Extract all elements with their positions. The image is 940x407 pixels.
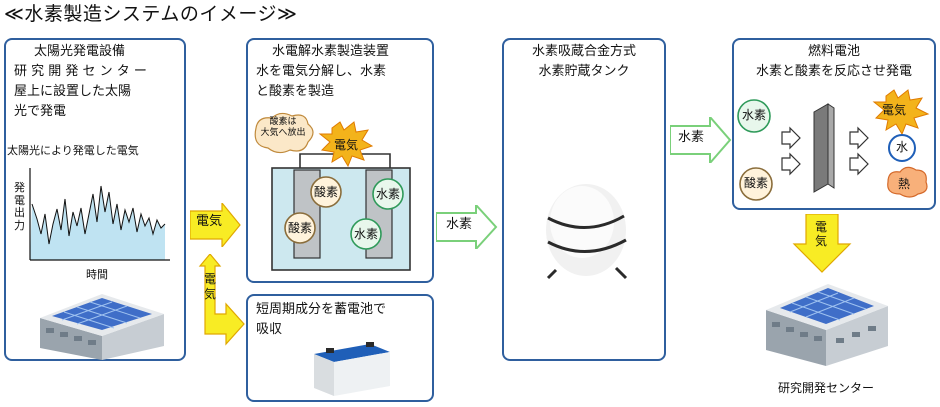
oxygen-release-cloud-text: 酸素は 大気へ放出 — [260, 117, 306, 138]
fuel-cell-oxygen-bubble: 酸素 — [743, 176, 768, 190]
solar-chart-title: 太陽光により発電した電気 — [7, 144, 139, 157]
solar-output-line — [31, 185, 166, 245]
electrolysis-electricity-burst-label: 電気 — [334, 138, 359, 152]
research-center-building-icon — [766, 284, 888, 366]
electrolysis-heading-2: 水を電気分解し、水素 — [256, 64, 387, 79]
solar-heading-2: 研 究 開 発 セ ン タ ー — [14, 64, 147, 79]
fuel-cell-water-bubble: 水 — [895, 140, 908, 154]
electricity-arrow-right — [190, 203, 241, 247]
fuel-cell-heading-1: 燃料電池 — [807, 44, 860, 59]
solar-chart-ylabel: 発 電 出 力 — [14, 181, 25, 232]
electricity-arrow-down — [198, 254, 245, 346]
oxygen-bubble-2: 酸素 — [287, 221, 312, 235]
hydrogen-bubble-1: 水素 — [375, 187, 400, 201]
electrolysis-apparatus — [254, 112, 411, 271]
hydrogen-bubble-2: 水素 — [353, 227, 378, 241]
hydrogen-arrow-2-label: 水素 — [678, 130, 705, 145]
solar-heading-3: 屋上に設置した太陽 — [14, 84, 132, 99]
hydrogen-arrow-2 — [670, 117, 732, 163]
battery-text-2: 吸収 — [256, 322, 283, 337]
fuel-cell-diagram — [737, 89, 930, 201]
battery-box: 短周期成分を蓄電池で 吸収 — [246, 294, 434, 402]
battery-icon — [314, 342, 390, 396]
fuel-cell-heat-cloud: 熱 — [897, 177, 910, 191]
storage-heading-1: 水素吸蔵合金方式 — [531, 44, 636, 59]
solar-output-chart — [29, 168, 170, 261]
fuel-cell-heading-2: 水素と酸素を反応させ発電 — [755, 64, 912, 79]
solar-heading-4: 光で発電 — [14, 104, 67, 119]
electricity-output-arrow-label: 電 気 — [815, 220, 828, 249]
solar-panel-box: 太陽光発電設備 研 究 開 発 セ ン タ ー 屋上に設置した太陽 光で発電 太… — [4, 38, 186, 361]
solar-heading-1: 太陽光発電設備 — [34, 44, 126, 59]
storage-heading-2: 水素貯蔵タンク — [538, 64, 630, 79]
hydrogen-arrow-1-label: 水素 — [446, 217, 473, 232]
solar-output-area — [30, 186, 165, 260]
battery-text-1: 短周期成分を蓄電池で — [256, 302, 387, 317]
electricity-arrow-down-label: 電 気 — [204, 272, 217, 301]
electricity-arrow-right-label: 電気 — [196, 214, 223, 229]
hydrogen-arrow-1 — [436, 205, 498, 249]
solar-chart-xlabel: 時間 — [86, 268, 108, 281]
hydrogen-storage-box: 水素吸蔵合金方式 水素貯蔵タンク — [502, 38, 666, 361]
page-title: ≪水素製造システムのイメージ≫ — [4, 3, 298, 25]
electricity-output-arrow — [792, 214, 852, 273]
fuel-cell-electricity-burst-label: 電気 — [882, 103, 907, 117]
hydrogen-tank-icon — [546, 184, 628, 280]
electrolysis-heading-1: 水電解水素製造装置 — [272, 44, 390, 59]
fuel-cell-hydrogen-bubble: 水素 — [741, 108, 766, 122]
electrolysis-heading-3: と酸素を製造 — [256, 84, 335, 99]
oxygen-bubble-1: 酸素 — [313, 185, 338, 199]
research-center-caption: 研究開発センター — [777, 381, 874, 395]
solar-building-icon — [40, 294, 164, 360]
